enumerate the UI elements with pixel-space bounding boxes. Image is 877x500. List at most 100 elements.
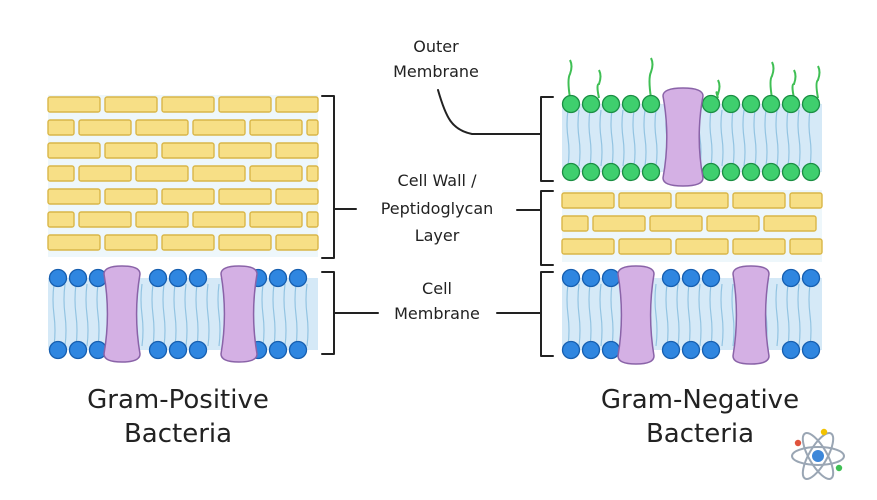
phospholipid-head [681,268,701,288]
peptidoglycan-brick [135,119,189,136]
peptidoglycan-brick [732,192,786,209]
peptidoglycan-brick [161,142,215,159]
peptidoglycan-brick [135,211,189,228]
gram-negative-membrane-background [562,278,822,350]
phospholipid-head [601,268,621,288]
lipid-tail [261,283,265,347]
phospholipid-head [601,94,621,114]
peptidoglycan-brick [249,165,303,182]
peptidoglycan-brick [789,192,823,209]
phospholipid-head [661,268,681,288]
lipid-tail [599,109,603,167]
lipopolysaccharide-chain [791,69,797,99]
peptidoglycan-brick [104,142,158,159]
peptidoglycan-brick [47,165,75,182]
peptidoglycan-brick [706,215,760,232]
lipopolysaccharide-chain [769,61,775,99]
peptidoglycan-brick [275,188,319,205]
phospholipid-head [621,94,641,114]
peptidoglycan-brick [732,238,786,255]
lipid-tail [599,283,603,347]
peptidoglycan-brick [104,234,158,251]
peptidoglycan-brick [306,165,319,182]
peptidoglycan-brick [675,192,729,209]
lipid-tail [162,283,166,347]
lipid-tail [753,109,757,167]
membrane-protein [617,265,655,365]
lipid-tail [632,109,636,167]
peptidoglycan-brick [249,211,303,228]
lipid-tail [195,283,199,347]
lipid-tail [775,283,779,347]
peptidoglycan-brick [161,96,215,113]
lipid-tail [74,283,78,347]
phospholipid-head [601,162,621,182]
phospholipid-head [561,268,581,288]
gram-negative-membrane-proteins [617,265,770,365]
peptidoglycan-brick [561,192,615,209]
lipid-tail [577,109,581,167]
lipid-tail [173,283,177,347]
phospholipid-head [661,340,681,360]
lipid-tail [588,109,592,167]
gram-negative-outer-membrane-heads [561,94,821,182]
lipid-tail [665,283,669,347]
gram-negative-outer-membrane-proteins [662,87,704,187]
phospholipid-head [188,340,208,360]
membrane-protein [662,87,704,187]
lipid-tail [797,109,801,167]
phospholipid-head [581,162,601,182]
lipid-tail [676,283,680,347]
phospholipid-head [781,268,801,288]
peptidoglycan-brick [47,119,75,136]
phospholipid-head [601,340,621,360]
phospholipid-head [761,94,781,114]
peptidoglycan-brick [218,96,272,113]
phospholipid-head [188,268,208,288]
peptidoglycan-brick [618,192,672,209]
peptidoglycan-brick [135,165,189,182]
phospholipid-head [148,268,168,288]
peptidoglycan-brick [78,211,132,228]
phospholipid-head [801,340,821,360]
lipid-tail [621,109,625,167]
phospholipid-head [781,162,801,182]
lipopolysaccharide-chain [567,59,573,99]
phospholipid-head [741,162,761,182]
lipid-tail [566,283,570,347]
lipopolysaccharide-chain [648,57,654,99]
lipid-tail [643,109,647,167]
phospholipid-head [621,162,641,182]
phospholipid-head [581,268,601,288]
peptidoglycan-brick [78,165,132,182]
gram-negative-outer-membrane-bracket [540,96,554,182]
phospholipid-head [701,162,721,182]
phospholipid-head [68,340,88,360]
lipid-tail [698,283,702,347]
peptidoglycan-brick [649,215,703,232]
lipid-tail [52,283,56,347]
lipid-tail [808,283,812,347]
phospholipid-head [761,162,781,182]
phospholipid-head [681,340,701,360]
gram-negative-title-line1: Gram-Negative [601,385,799,415]
lipid-tail [742,109,746,167]
gram-positive-membrane-background [48,278,318,350]
phospholipid-head [148,340,168,360]
peptidoglycan-brick [192,165,246,182]
peptidoglycan-brick [675,238,729,255]
phospholipid-head [561,162,581,182]
phospholipid-head [581,340,601,360]
peptidoglycan-brick [763,215,817,232]
lipid-tail [709,109,713,167]
peptidoglycan-brick [561,238,615,255]
peptidoglycan-brick [161,188,215,205]
lipid-tail [709,283,713,347]
lipopolysaccharide-chain [596,69,602,99]
phospholipid-head [288,340,308,360]
lipid-tail [731,283,735,347]
cell-wall-label-line1: Cell Wall / [398,171,478,190]
lipid-tail [687,283,691,347]
cell-wall-label-line2: Peptidoglycan [381,199,494,218]
